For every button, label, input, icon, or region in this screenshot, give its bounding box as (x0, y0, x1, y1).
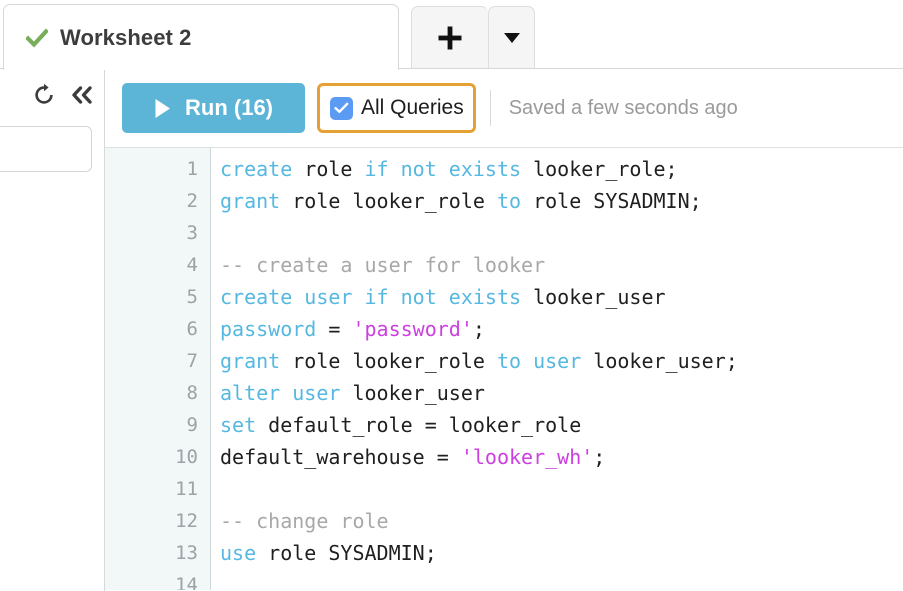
code-token-kw: to (496, 189, 522, 213)
code-token-kw: grant (220, 349, 281, 373)
tab-strip: Worksheet 2 (0, 0, 903, 70)
code-token-str: 'looker_wh' (460, 445, 594, 469)
left-panel-controls (30, 81, 96, 109)
line-number: 9 (186, 414, 198, 436)
code-token-kw: create (220, 157, 293, 181)
code-token-pln (352, 285, 364, 309)
toolbar-divider (489, 90, 491, 126)
line-number: 6 (186, 318, 198, 340)
line-number: 10 (175, 446, 198, 468)
code-token-pln: looker_role; (521, 157, 678, 181)
line-number: 4 (186, 254, 198, 276)
code-token-pln: looker_user (521, 285, 666, 309)
refresh-button[interactable] (30, 81, 58, 109)
code-token-pln: role (292, 157, 365, 181)
code-line: set default_role = looker_role (220, 409, 903, 441)
code-token-pln: role looker_role (280, 349, 497, 373)
check-icon (25, 27, 49, 49)
line-number: 1 (186, 158, 198, 180)
code-token-str: 'password' (352, 317, 473, 341)
code-token-kw: alter user (220, 381, 341, 405)
code-token-pln: role looker_role (280, 189, 497, 213)
code-line: -- create a user for looker (220, 249, 903, 281)
code-token-pln: looker_user (340, 381, 485, 405)
code-token-pln: role SYSADMIN; (256, 541, 437, 565)
code-token-pln: default_warehouse = (220, 445, 461, 469)
code-token-kw: if not exists (364, 285, 522, 309)
code-token-kw: use (220, 541, 257, 565)
line-number: 7 (186, 350, 198, 372)
new-tab-group (411, 6, 535, 68)
line-number: 13 (175, 542, 198, 564)
all-queries-label: All Queries (361, 96, 464, 119)
code-line (220, 217, 903, 249)
code-token-cmt: -- create a user for looker (220, 253, 546, 277)
tab-title: Worksheet 2 (60, 24, 192, 50)
line-number: 14 (175, 574, 198, 590)
all-queries-toggle[interactable]: All Queries (317, 83, 476, 133)
new-worksheet-button[interactable] (411, 6, 488, 68)
code-line: password = 'password'; (220, 313, 903, 345)
code-token-pln: ; (593, 445, 606, 469)
line-number: 12 (175, 510, 198, 532)
code-line: alter user looker_user (220, 377, 903, 409)
code-token-kw: if not exists (364, 157, 522, 181)
code-line (220, 473, 903, 505)
code-token-kw: to user (496, 349, 582, 373)
code-token-pln: default_role = looker_role (256, 413, 582, 437)
caret-down-icon (502, 31, 522, 45)
run-button-label: Run (16) (185, 95, 273, 120)
worksheet-main: Run (16) All Queries Saved a few seconds… (104, 69, 903, 591)
code-line: create role if not exists looker_role; (220, 153, 903, 185)
line-number: 11 (175, 478, 198, 500)
code-line: grant role looker_role to role SYSADMIN; (220, 185, 903, 217)
line-number: 8 (186, 382, 198, 404)
code-token-kw: set (220, 413, 257, 437)
saved-status: Saved a few seconds ago (508, 96, 738, 119)
code-token-pln: role SYSADMIN; (521, 189, 702, 213)
line-number: 3 (186, 222, 198, 244)
plus-icon (437, 25, 463, 51)
play-icon (154, 98, 171, 119)
code-token-kw: password (220, 317, 317, 341)
code-line: use role SYSADMIN; (220, 537, 903, 569)
run-button[interactable]: Run (16) (122, 83, 305, 133)
code-token-cmt: -- change role (220, 509, 389, 533)
line-number: 5 (186, 286, 198, 308)
code-line (220, 569, 903, 590)
code-token-pln: looker_user; (581, 349, 738, 373)
tab-worksheet-2[interactable]: Worksheet 2 (3, 4, 399, 70)
chevron-double-left-icon (69, 83, 95, 107)
left-panel (0, 69, 104, 591)
line-number: 2 (186, 190, 198, 212)
all-queries-checkbox[interactable] (330, 96, 353, 120)
code-line: default_warehouse = 'looker_wh'; (220, 441, 903, 473)
code-line: -- change role (220, 505, 903, 537)
refresh-icon (32, 83, 56, 107)
worksheet-menu-button[interactable] (488, 6, 535, 68)
code-token-kw: grant (220, 189, 281, 213)
left-panel-input[interactable] (0, 126, 92, 172)
code-token-pln: = (316, 317, 353, 341)
code-token-kw: create user (220, 285, 353, 309)
code-area[interactable]: create role if not exists looker_role;gr… (211, 148, 903, 590)
code-line: create user if not exists looker_user (220, 281, 903, 313)
code-line: grant role looker_role to user looker_us… (220, 345, 903, 377)
collapse-panel-button[interactable] (68, 81, 96, 109)
worksheet-toolbar: Run (16) All Queries Saved a few seconds… (105, 69, 903, 148)
code-token-pln: ; (472, 317, 485, 341)
